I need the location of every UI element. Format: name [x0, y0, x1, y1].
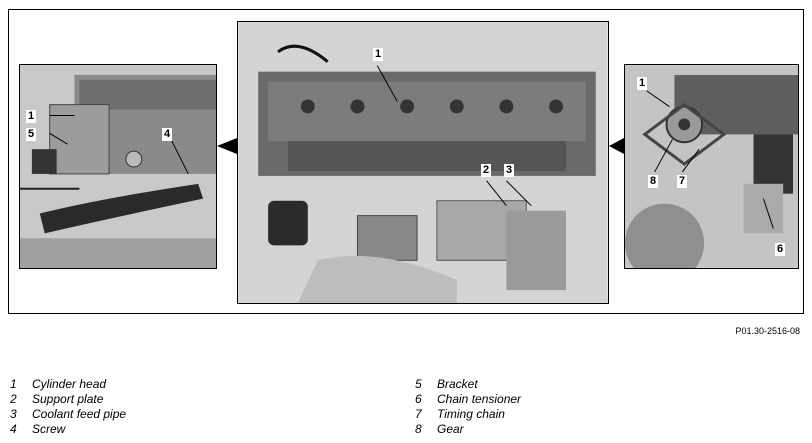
right-pointer-arrow	[609, 138, 624, 154]
legend-label: Chain tensioner	[437, 392, 522, 406]
legend-number: 3	[10, 407, 17, 421]
detail-view-left: 1 5 4	[19, 64, 217, 269]
main-callout-3: 3	[504, 164, 515, 177]
left-callout-5: 5	[26, 128, 37, 141]
legend-label: Bracket	[437, 377, 478, 391]
legend-label: Coolant feed pipe	[32, 407, 127, 421]
legend-number: 4	[10, 422, 17, 436]
legend-label: Gear	[437, 422, 464, 436]
right-engine-illustration	[625, 65, 798, 268]
legend-item: 8 Gear	[415, 422, 521, 437]
detail-view-right: 1 8 7 6	[624, 64, 799, 269]
main-engine-illustration	[238, 22, 608, 303]
legend-label: Cylinder head	[32, 377, 107, 391]
right-callout-7: 7	[677, 175, 688, 188]
figure-reference-code: P01.30-2516-08	[735, 326, 800, 336]
left-engine-illustration	[20, 65, 216, 268]
legend-item: 7 Timing chain	[415, 407, 521, 422]
right-callout-8: 8	[648, 175, 659, 188]
legend-label: Screw	[32, 422, 66, 436]
illustration-frame: 1 5 4 1 2	[8, 9, 804, 314]
legend-number: 6	[415, 392, 422, 406]
legend-label: Support plate	[32, 392, 104, 406]
legend-number: 2	[10, 392, 17, 406]
main-callout-2: 2	[481, 164, 492, 177]
main-callout-1: 1	[373, 48, 384, 61]
legend-item: 1 Cylinder head	[10, 377, 126, 392]
legend-column-left: 1 Cylinder head 2 Support plate 3 Coolant f…	[10, 377, 126, 437]
legend-item: 6 Chain tensioner	[415, 392, 521, 407]
legend-label: Timing chain	[437, 407, 505, 421]
main-engine-view: 1 2 3	[237, 21, 609, 304]
legend-item: 5 Bracket	[415, 377, 521, 392]
legend-number: 1	[10, 377, 17, 391]
left-callout-4: 4	[162, 128, 173, 141]
legend-number: 7	[415, 407, 422, 421]
left-callout-1: 1	[26, 110, 37, 123]
legend-item: 3 Coolant feed pipe	[10, 407, 126, 422]
legend-item: 2 Support plate	[10, 392, 126, 407]
legend-number: 8	[415, 422, 422, 436]
right-callout-6: 6	[775, 243, 786, 256]
right-callout-1: 1	[637, 77, 648, 90]
legend-number: 5	[415, 377, 422, 391]
legend-item: 4 Screw	[10, 422, 126, 437]
left-pointer-arrow	[217, 138, 237, 154]
